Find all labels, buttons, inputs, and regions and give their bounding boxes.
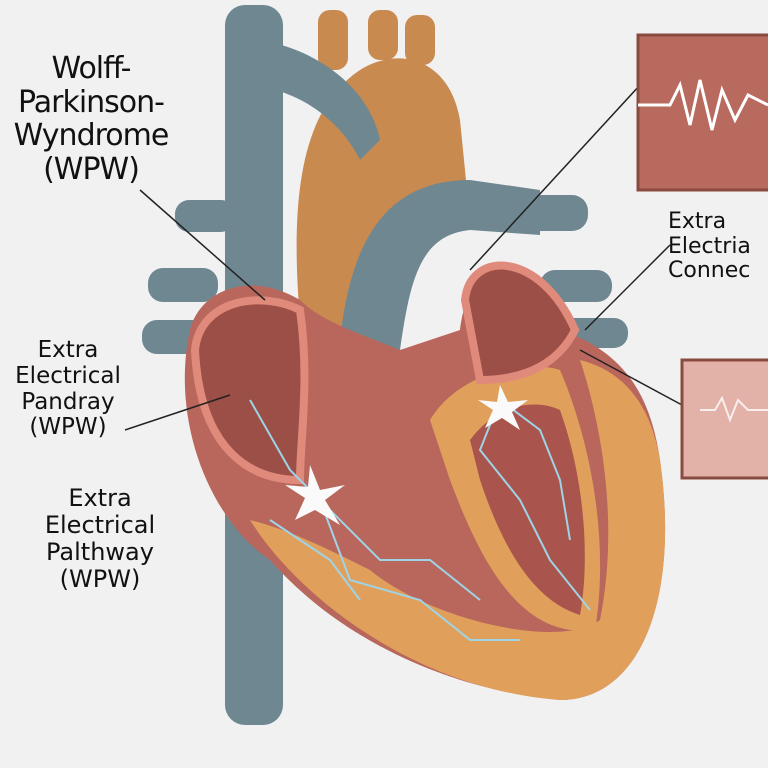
title-line: Parkinson-: [17, 84, 165, 120]
label-extra-pathway-2: Extra Electrical Palthway (WPW): [40, 485, 160, 593]
label-line: Electrical: [15, 362, 121, 389]
label-line: Connec: [668, 258, 751, 284]
label-line: (WPW): [59, 564, 141, 593]
label-line: Electria: [668, 233, 751, 259]
label-line: Extra: [668, 209, 727, 234]
label-extra-pathway-1: Extra Electrical Pandray (WPW): [8, 337, 128, 441]
label-line: (WPW): [29, 414, 107, 441]
ecg-inset-bottom: [680, 358, 768, 480]
leader-lines: [124, 84, 683, 431]
diagram-title: Wolff- Parkinson- Wyndrome (WPW): [6, 52, 176, 186]
label-extra-connection: Extra Electria Connec: [668, 209, 768, 284]
label-line: Pandray: [21, 388, 115, 415]
ecg-inset-top: [636, 33, 768, 192]
pulmonary-artery: [340, 180, 540, 350]
title-line: (WPW): [43, 151, 140, 187]
title-line: Wyndrome: [13, 118, 170, 154]
myocardium: [250, 360, 666, 700]
label-line: Extra: [68, 484, 132, 512]
label-line: Palthway: [46, 537, 154, 566]
right-atrium: [190, 296, 309, 485]
electrical-pathways: [249, 399, 591, 641]
spark-icon: [285, 385, 528, 525]
label-line: Electrical: [44, 510, 156, 539]
label-line: Extra: [37, 337, 99, 363]
left-atrium: [460, 261, 580, 385]
title-line: Wolff-: [51, 51, 132, 86]
